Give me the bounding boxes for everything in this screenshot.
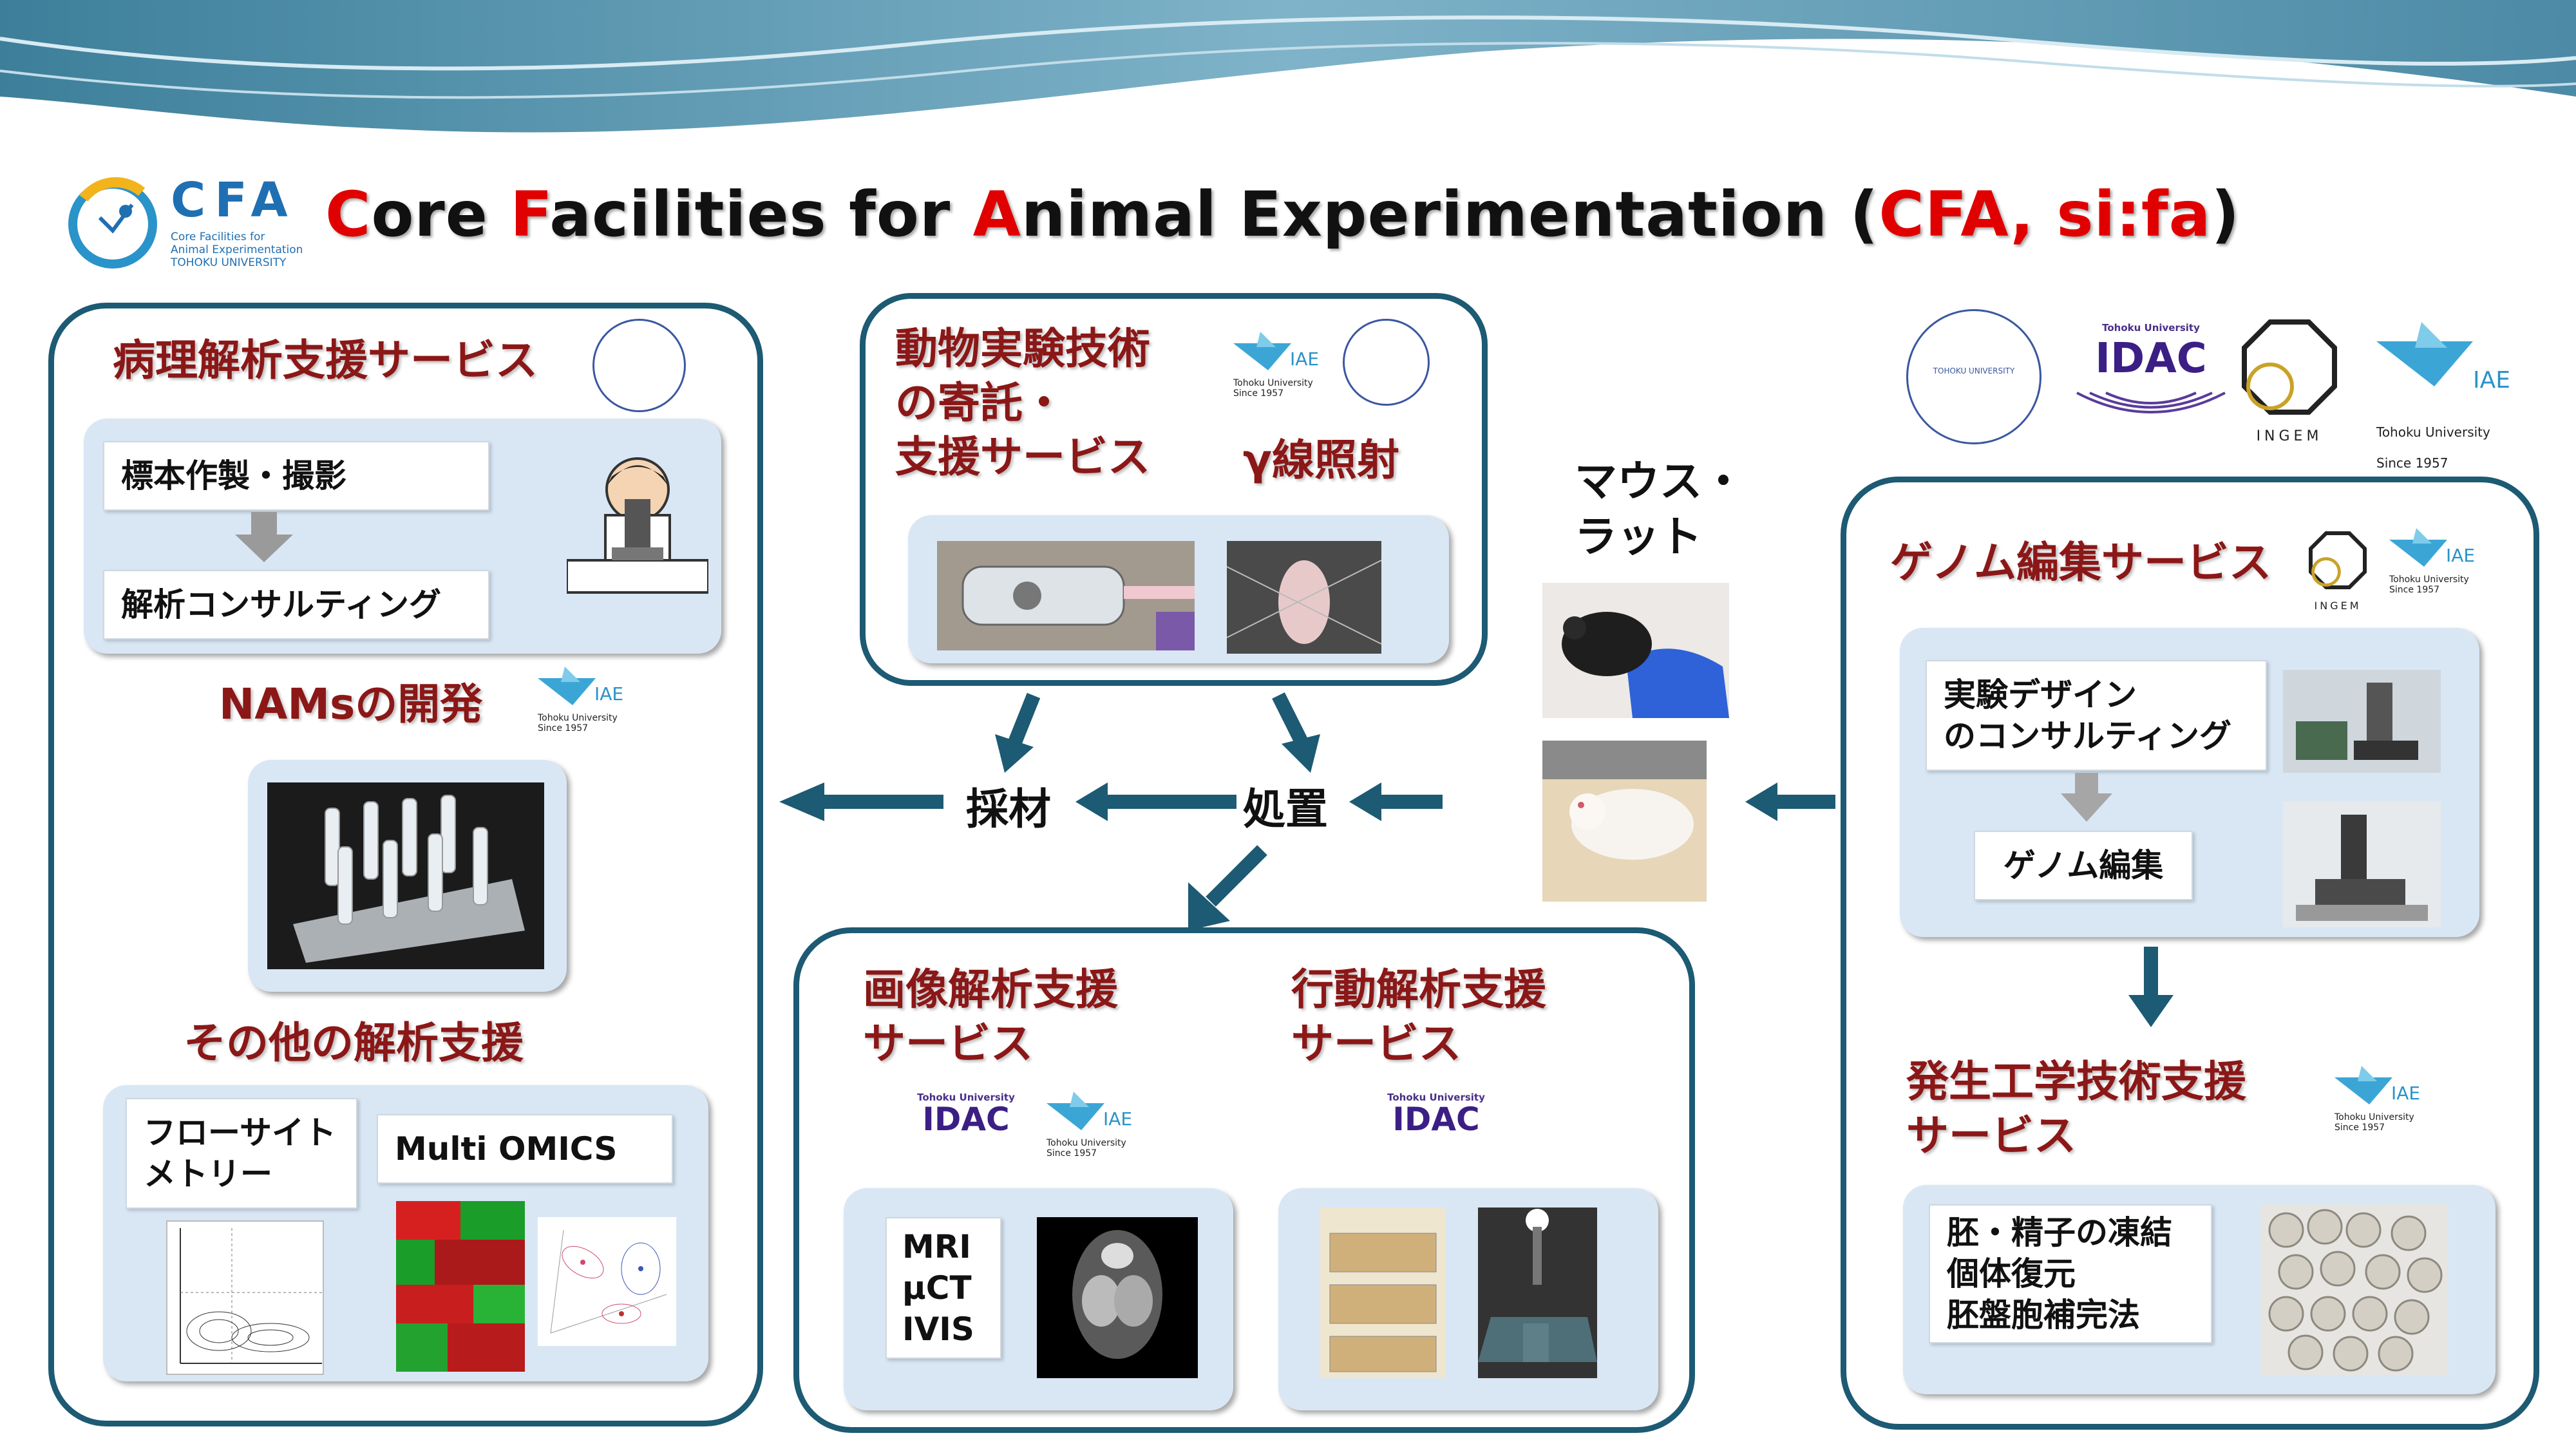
collection-label: 採材 <box>966 784 1051 834</box>
irradiated-mouse-icon <box>1227 541 1381 654</box>
school-of-medicine-seal-logo: TOHOKU UNIVERSITY <box>1906 309 2041 444</box>
flow-plot-icon <box>180 1228 322 1364</box>
behavior-cage-photo <box>1320 1208 1446 1378</box>
title-facilities: acilities for <box>549 178 973 251</box>
medicine-seal-logo-left <box>592 319 686 412</box>
rat-photo <box>1542 741 1707 902</box>
title-letter-c: C <box>325 178 372 251</box>
iae-univ-text: Tohoku University <box>2376 424 2490 440</box>
iae-logo-top: IAE Tohoku University Since 1957 <box>2376 322 2510 471</box>
flow-cytometry-label: フローサイト メトリー <box>126 1098 357 1209</box>
microscope-researcher-illustration <box>567 457 708 594</box>
idac-logo: Tohoku University IDAC <box>2070 322 2231 425</box>
title-close: ) <box>2211 178 2240 251</box>
nams-device-photo <box>267 782 544 969</box>
mouse-icon <box>1542 583 1729 718</box>
iae-bird-icon <box>2376 322 2473 386</box>
iae-since-text: Since 1957 <box>2376 455 2448 471</box>
other-analysis-heading: その他の解析支援 <box>184 1018 524 1068</box>
omics-heatmap <box>396 1201 525 1372</box>
mri-image <box>1037 1217 1198 1378</box>
idac-logo-imaging: Tohoku University IDAC <box>917 1092 1015 1138</box>
rat-icon <box>1542 741 1707 902</box>
idac-fan-icon <box>2076 392 2226 413</box>
lab-microscope-icon <box>2283 670 2441 773</box>
genome-editing-heading: ゲノム編集サービス <box>1890 538 2272 587</box>
down-arrow-gray-icon <box>2061 773 2112 822</box>
mouse-on-hand-photo <box>1542 583 1729 718</box>
gamma-irradiation-heading: γ線照射 <box>1243 435 1399 485</box>
imaging-modalities-label: MRI μCT IVIS <box>886 1217 1001 1359</box>
specimen-label: 標本作製・撮影 <box>103 441 489 511</box>
idac-logo-behavior: Tohoku University IDAC <box>1387 1092 1485 1138</box>
behavior-arena-photo <box>1478 1208 1597 1378</box>
pathology-heading: 病理解析支援サービス <box>113 336 538 385</box>
cfa-logo: CFA Core Facilities for Animal Experimen… <box>64 173 309 276</box>
animal-tech-heading: 動物実験技術 の寄託・ 支援サービス <box>895 324 1150 482</box>
behavior-heading: 行動解析支援 サービス <box>1291 965 1546 1068</box>
title-abbrev: CFA, si:fa <box>1879 178 2211 251</box>
genome-edit-label: ゲノム編集 <box>1974 831 2193 900</box>
down-arrow-genome-to-dev <box>2128 947 2174 1027</box>
title-core: ore <box>371 178 511 251</box>
multi-omics-label: Multi OMICS <box>377 1114 673 1184</box>
lab-inverted-microscope-icon <box>2283 802 2441 927</box>
imaging-heading: 画像解析支援 サービス <box>863 965 1118 1068</box>
header-wave-banner <box>0 0 2576 155</box>
ingem-logo: INGEM <box>2225 316 2354 444</box>
flow-arrows <box>779 692 1835 931</box>
treatment-label: 処置 <box>1243 784 1328 834</box>
cage-rack-icon <box>1320 1208 1446 1378</box>
iae-bird-icon <box>2334 1066 2392 1104</box>
nams-device-icon <box>293 795 525 963</box>
lab-equipment-photo-2 <box>2283 802 2441 927</box>
pca-plot-icon <box>550 1229 667 1334</box>
flow-cytometry-plot <box>166 1220 324 1375</box>
cfa-logo-subtitle: Core Facilities for Animal Experimentati… <box>171 231 303 269</box>
title-letter-a: A <box>972 178 1021 251</box>
cfa-logo-word: CFA <box>171 173 297 228</box>
dev-engineering-heading: 発生工学技術支援 サービス <box>1906 1057 2246 1160</box>
restrainer-icon <box>937 541 1195 650</box>
lab-equipment-photo-1 <box>2283 670 2441 773</box>
embryos-icon <box>2260 1204 2447 1375</box>
embryo-micrograph <box>2260 1204 2447 1375</box>
title-animal: nimal Experimentation ( <box>1021 178 1879 251</box>
ingem-octagon-icon <box>2242 319 2337 415</box>
cfa-emblem-icon <box>68 177 157 269</box>
consulting-label: 解析コンサルティング <box>103 570 489 639</box>
mouse-rat-label: マウス・ ラット <box>1575 457 1745 562</box>
title-letter-f: F <box>510 178 550 251</box>
page-title: Core Facilities for Animal Experimentati… <box>325 173 2450 256</box>
medicine-seal-logo-center <box>1343 319 1430 406</box>
arena-icon <box>1478 1208 1597 1378</box>
gamma-irradiation-photo <box>1227 541 1381 654</box>
iae-bird-icon <box>1233 332 1291 370</box>
experiment-design-label: 実験デザイン のコンサルティング <box>1926 660 2267 771</box>
iae-bird-icon <box>1046 1092 1104 1130</box>
ingem-octagon-icon <box>2309 531 2367 589</box>
ingem-logo-small: INGEM <box>2299 528 2376 612</box>
nams-heading: NAMsの開発 <box>219 679 483 729</box>
embryo-services-label: 胚・精子の凍結 個体復元 胚盤胞補完法 <box>1929 1204 2212 1343</box>
omics-pca-plot <box>538 1217 676 1346</box>
heatmap-icon <box>396 1201 525 1372</box>
restraint-device-photo <box>937 541 1195 650</box>
down-arrow-gray-icon <box>235 512 293 562</box>
iae-bird-icon <box>2389 528 2447 567</box>
mri-scan-icon <box>1072 1230 1162 1359</box>
iae-bird-icon <box>538 667 596 705</box>
